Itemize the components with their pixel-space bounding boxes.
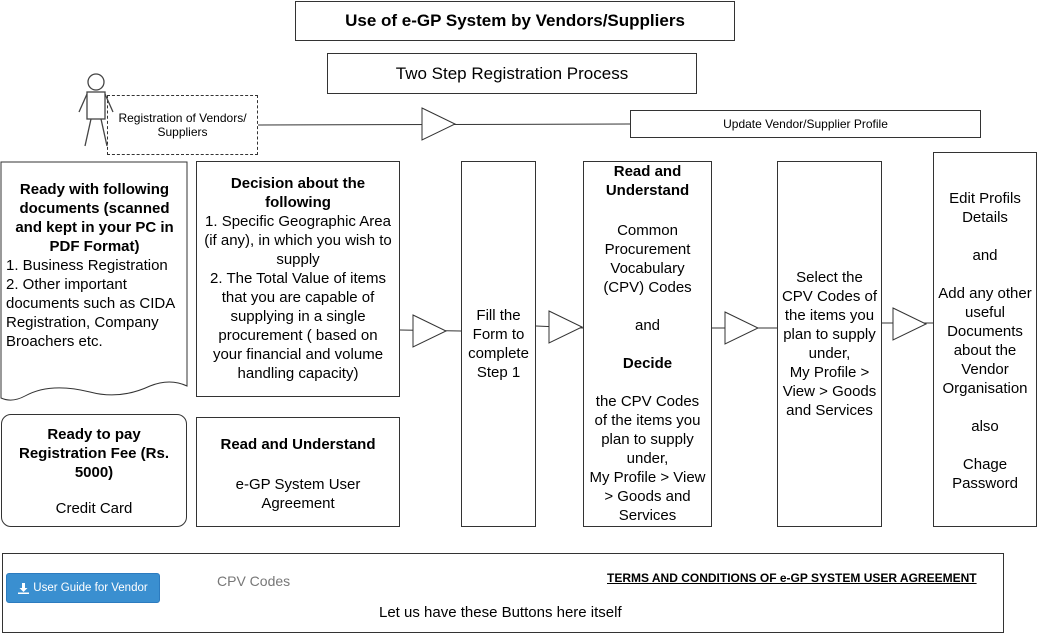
cpv-heading-decide: Decide <box>622 355 673 372</box>
download-icon <box>18 582 30 594</box>
triangle-arrow-icon <box>421 107 457 141</box>
cpv-box: Read and Understand Common Procurement V… <box>583 161 712 527</box>
triangle-arrow-icon <box>724 311 760 345</box>
documents-box: Ready with following documents (scanned … <box>1 162 187 402</box>
documents-heading: Ready with following documents (scanned … <box>15 181 174 255</box>
process-subtitle: Two Step Registration Process <box>327 53 697 94</box>
edit-line-2: Add any other useful Documents about the… <box>938 285 1032 397</box>
fill-form-box: Fill the Form to complete Step 1 <box>461 161 536 527</box>
fee-method: Credit Card <box>55 500 133 517</box>
agreement-heading: Read and Understand <box>220 436 376 453</box>
cpv-heading-read: Read and Understand <box>605 163 690 199</box>
user-guide-label: User Guide for Vendor <box>33 582 148 594</box>
update-profile-box: Update Vendor/Supplier Profile <box>630 110 981 138</box>
edit-profile-box: Edit Profils Details and Add any other u… <box>933 152 1037 527</box>
edit-line-3: Chage Password <box>952 456 1018 492</box>
bottom-button-panel <box>2 553 1004 633</box>
agreement-box: Read and Understand e-GP System User Agr… <box>196 417 400 527</box>
decision-item-1: 1. Specific Geographic Area (if any), in… <box>204 213 392 268</box>
documents-item-1: 1. Business Registration <box>6 257 168 274</box>
bottom-note: Let us have these Buttons here itself <box>379 604 622 621</box>
select-path: My Profile > View > Goods and Services <box>782 364 877 419</box>
decision-item-2: 2. The Total Value of items that you are… <box>210 270 386 382</box>
select-text: Select the CPV Codes of the items you pl… <box>781 269 878 362</box>
page-title: Use of e-GP System by Vendors/Suppliers <box>295 1 735 41</box>
fee-heading: Ready to pay Registration Fee (Rs. 5000) <box>18 426 170 481</box>
cpv-text-decide: the CPV Codes of the items you plan to s… <box>594 393 701 467</box>
fee-box: Ready to pay Registration Fee (Rs. 5000)… <box>1 414 187 527</box>
decision-heading: Decision about the following <box>230 175 366 211</box>
cpv-and: and <box>634 317 661 334</box>
edit-and: and <box>972 247 998 264</box>
documents-item-2: 2. Other important documents such as CID… <box>6 276 175 350</box>
cpv-path: My Profile > View > Goods and Services <box>589 469 706 524</box>
terms-link[interactable]: TERMS AND CONDITIONS OF e-GP SYSTEM USER… <box>607 571 977 585</box>
cpv-text-codes: Common Procurement Vocabulary (CPV) Code… <box>603 222 692 296</box>
select-cpv-box: Select the CPV Codes of the items you pl… <box>777 161 882 527</box>
triangle-arrow-icon <box>412 314 448 348</box>
edit-line-1: Edit Profils Details <box>949 190 1021 226</box>
triangle-arrow-icon <box>892 307 928 341</box>
agreement-text: e-GP System User Agreement <box>235 476 361 512</box>
triangle-arrow-icon <box>548 310 584 344</box>
actor-label: Registration of Vendors/ Suppliers <box>107 95 258 155</box>
user-guide-button[interactable]: User Guide for Vendor <box>6 573 160 603</box>
cpv-codes-link[interactable]: CPV Codes <box>217 573 291 589</box>
decision-box: Decision about the following 1. Specific… <box>196 161 400 397</box>
edit-also: also <box>971 418 999 435</box>
